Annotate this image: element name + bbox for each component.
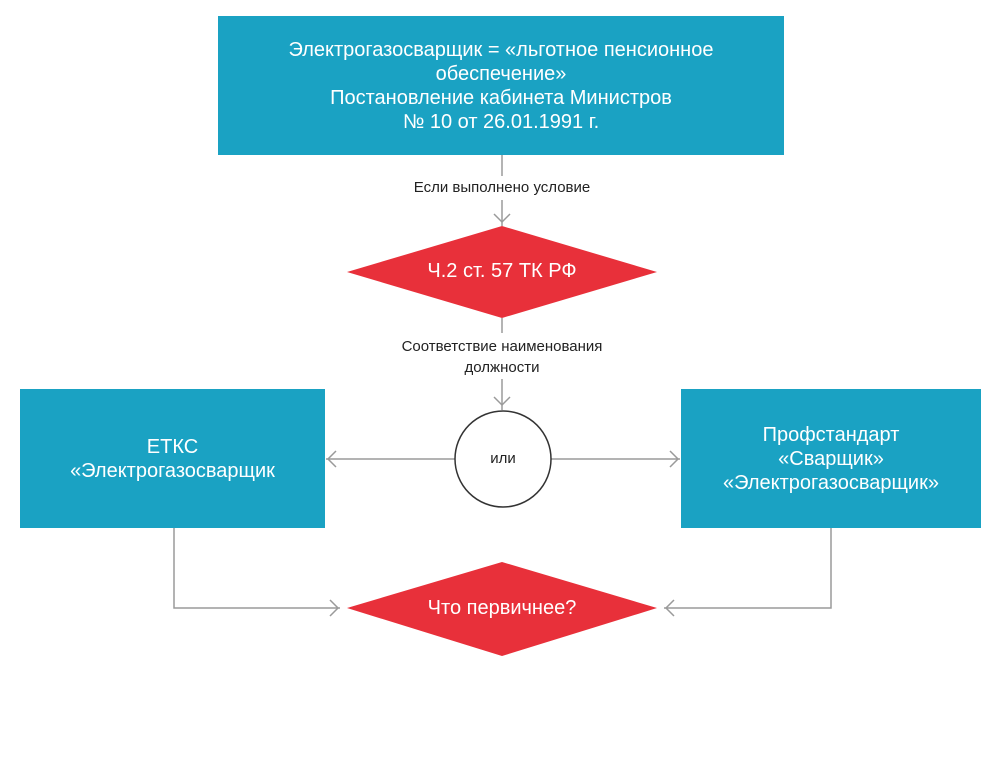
top-box-line: обеспечение» — [435, 62, 567, 85]
left-box-line: ЕТКС — [146, 435, 199, 458]
arrow-head — [493, 213, 511, 224]
right-box-line: «Сварщик» — [778, 447, 884, 470]
left-box-line: «Электрогазосварщик — [70, 459, 275, 482]
arrow-head — [326, 450, 337, 468]
arrow-head — [493, 396, 511, 407]
top-box-line: № 10 от 26.01.1991 г. — [402, 110, 600, 133]
edge-label-match-line: должности — [464, 359, 540, 376]
top-box-line: Электрогазосварщик = «льготное пенсионно… — [288, 38, 714, 61]
edge-label-match: Соответствие наименования должности — [352, 336, 652, 378]
right-box-line: «Электрогазосварщик» — [723, 471, 939, 494]
edge-label-match-line: Соответствие наименования — [401, 338, 603, 355]
diamond-top — [347, 226, 657, 318]
edge-label-condition: Если выполнено условие — [352, 177, 652, 198]
diamond-bottom — [347, 562, 657, 656]
right-box-line: Профстандарт — [762, 423, 900, 446]
arrow-head — [329, 599, 340, 617]
top-box-line: Постановление кабинета Министров — [330, 86, 672, 109]
or-circle-label: или — [490, 450, 516, 467]
diamond-top-label: Ч.2 ст. 57 ТК РФ — [427, 260, 577, 282]
edge-right-to-diamond — [664, 528, 832, 609]
left-box: ЕТКС «Электрогазосварщик — [20, 389, 325, 528]
edge-left-to-diamond — [173, 528, 340, 609]
or-circle — [454, 410, 552, 508]
arrow-head — [669, 450, 680, 468]
right-box: Профстандарт «Сварщик» «Электрогазосварщ… — [681, 389, 981, 528]
top-box: Электрогазосварщик = «льготное пенсионно… — [218, 16, 784, 155]
diamond-bottom-label: Что первичнее? — [427, 597, 577, 619]
arrow-head — [664, 599, 675, 617]
